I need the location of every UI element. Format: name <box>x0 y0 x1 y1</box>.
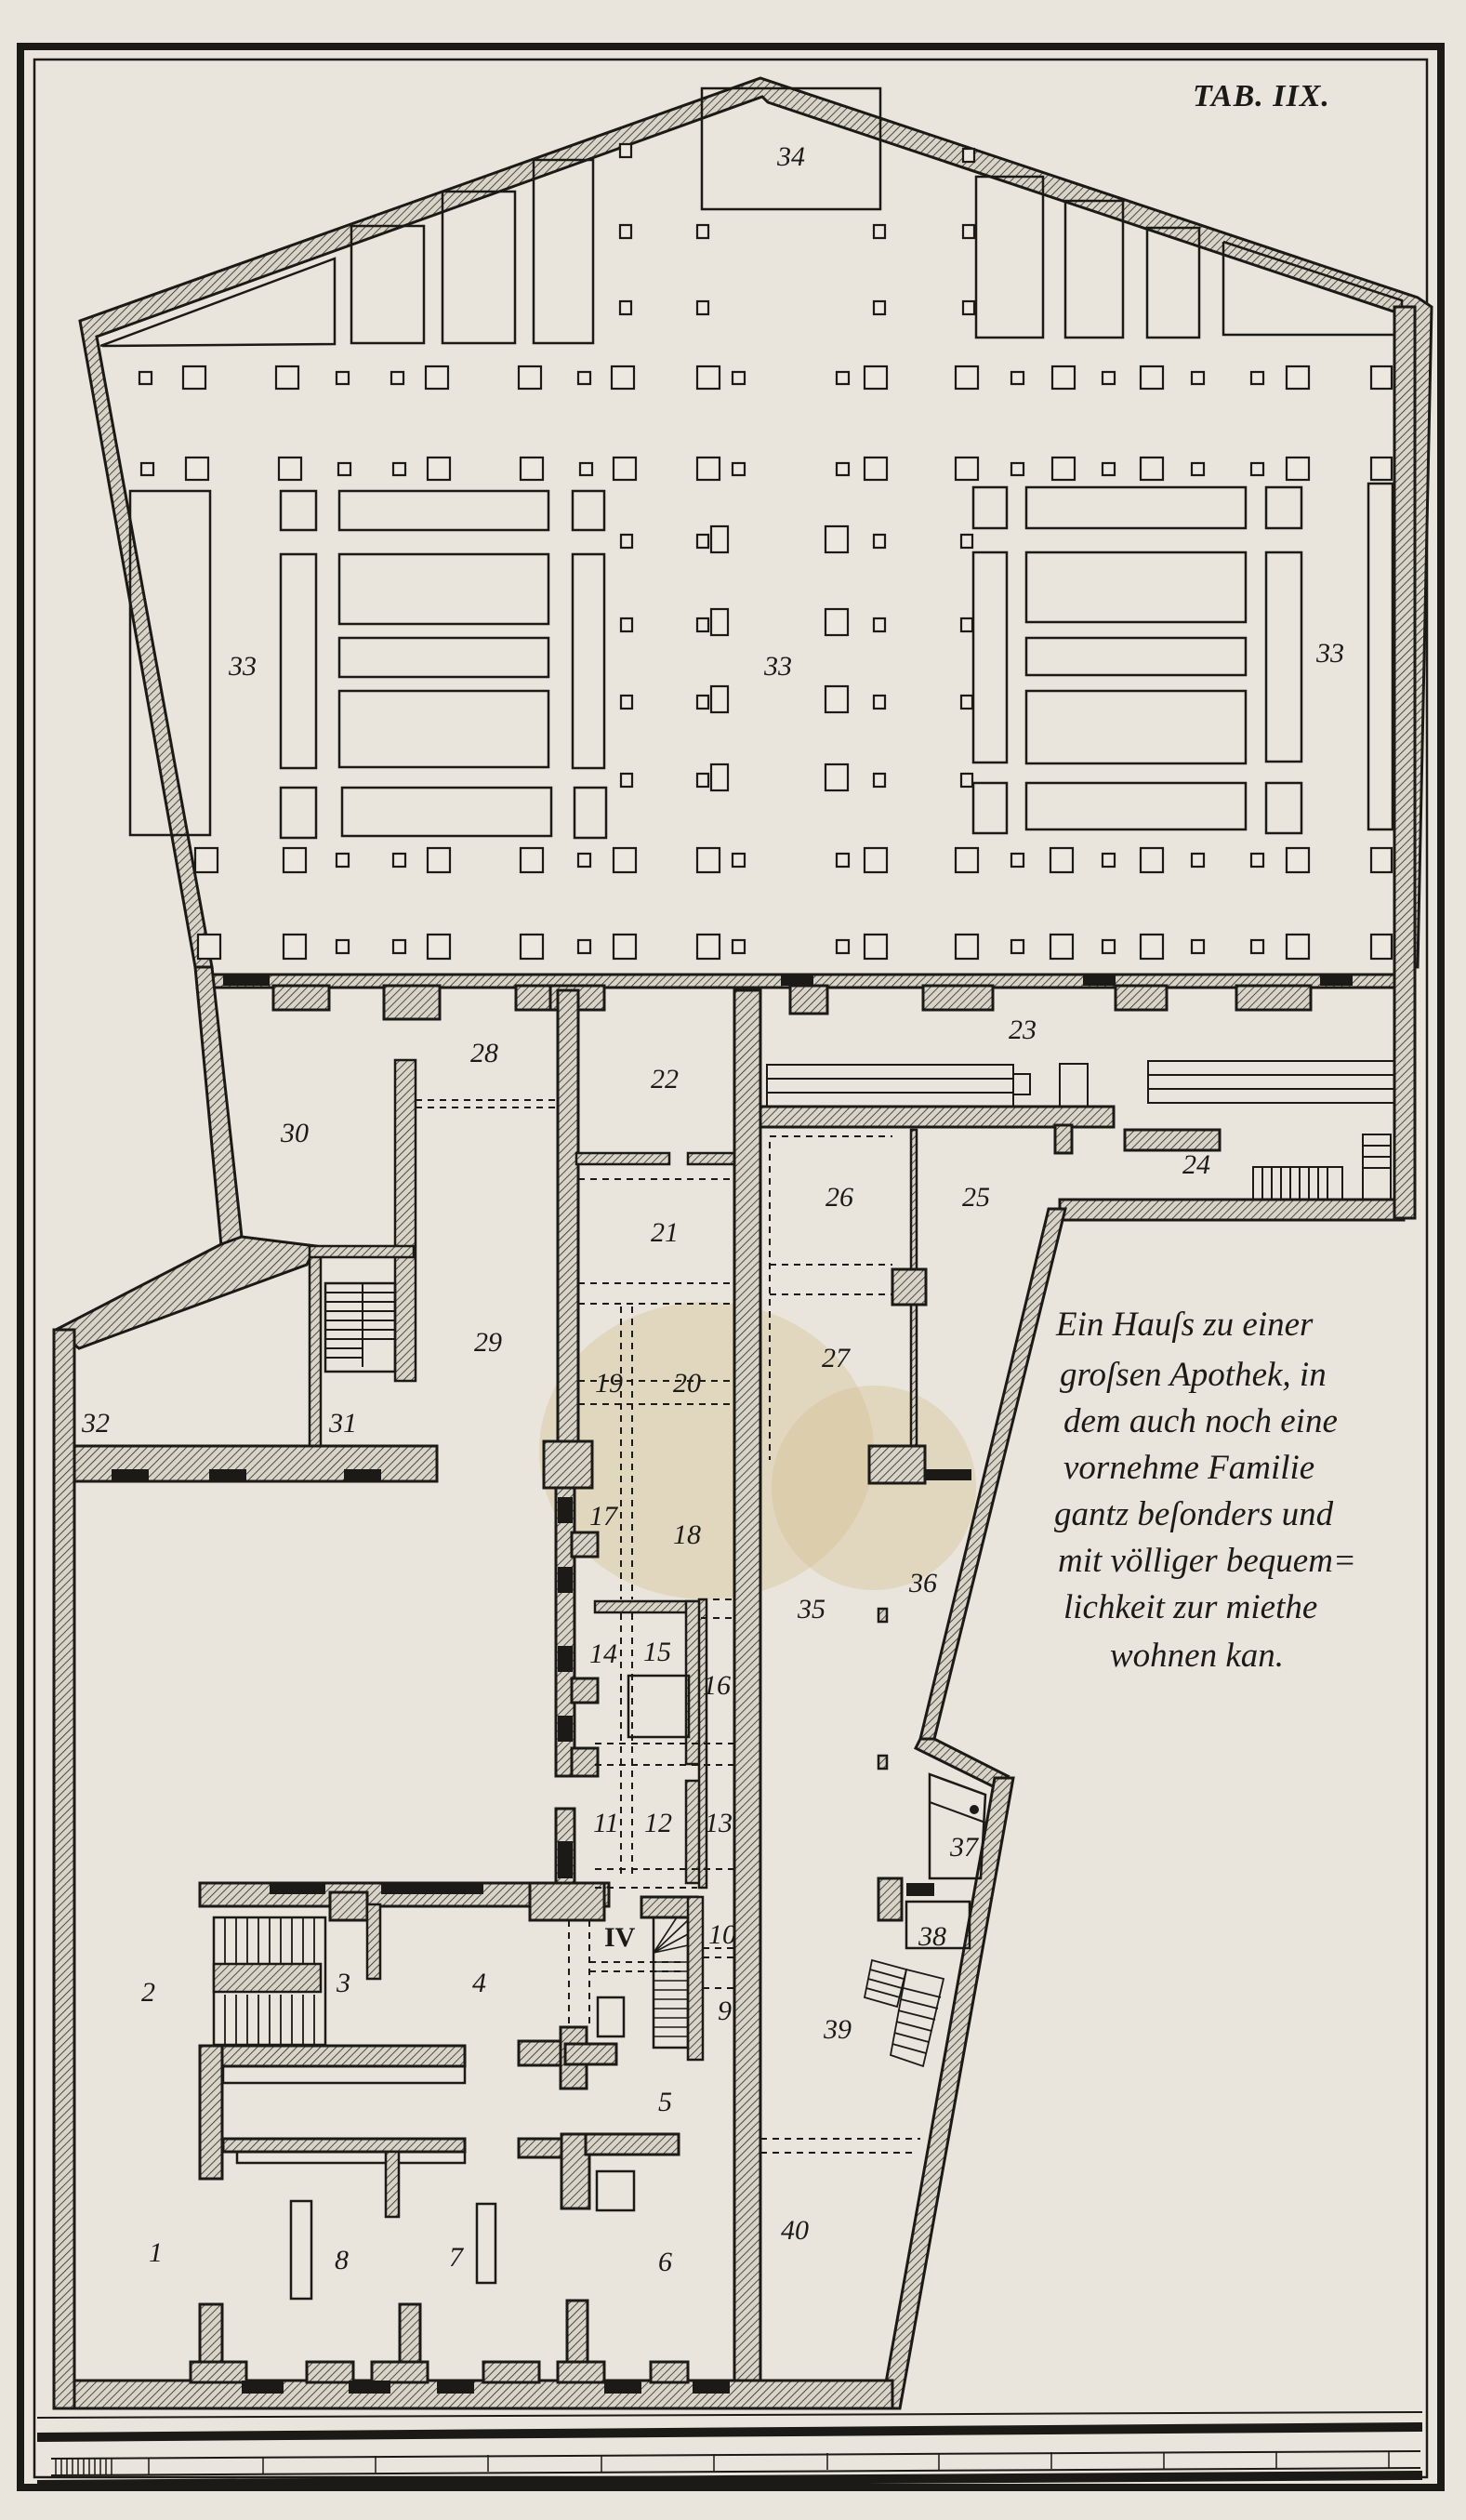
room-label-40: 40 <box>781 2215 809 2246</box>
room-label-29: 29 <box>474 1327 502 1358</box>
room-label-23: 23 <box>1009 1015 1037 1045</box>
room-label-14: 14 <box>589 1638 617 1669</box>
room-label-4: 4 <box>472 1968 486 1998</box>
room-label-17: 17 <box>589 1501 619 1532</box>
room-label-36: 36 <box>908 1568 937 1598</box>
room-label-33-left: 33 <box>228 651 257 682</box>
room-label-21: 21 <box>651 1217 679 1248</box>
room-label-35: 35 <box>797 1594 825 1625</box>
room-labels: 34 33 33 33 28 30 22 23 24 26 25 21 29 1… <box>81 141 1344 2277</box>
room-34-pavilion <box>700 86 882 211</box>
room-label-32: 32 <box>81 1408 110 1439</box>
parterre-right <box>971 482 1394 835</box>
room-label-15: 15 <box>643 1637 671 1667</box>
room-label-27: 27 <box>822 1343 852 1373</box>
room-label-20: 20 <box>673 1368 701 1399</box>
dashed-openings <box>416 1099 920 2154</box>
building-walls <box>52 305 1417 2410</box>
garden-perimeter-beds <box>99 86 1404 348</box>
room-label-IV: IV <box>604 1922 636 1953</box>
room-label-3: 3 <box>336 1968 350 1998</box>
room-label-16: 16 <box>703 1670 731 1701</box>
caption-line: gantz beſonders und <box>1054 1495 1334 1533</box>
parterre-left <box>128 489 608 840</box>
caption-line: mit völliger bequem= <box>1058 1542 1356 1580</box>
room-label-1: 1 <box>149 2237 163 2268</box>
room-label-30: 30 <box>280 1118 309 1148</box>
room-label-39: 39 <box>823 2014 852 2045</box>
caption-line: wohnen kan. <box>1110 1637 1284 1675</box>
room-label-10: 10 <box>708 1919 736 1950</box>
room-label-25: 25 <box>962 1182 990 1213</box>
garden-pillars <box>138 142 1393 961</box>
caption-line: vornehme Familie <box>1063 1449 1314 1487</box>
room-label-33-right: 33 <box>1315 638 1344 669</box>
scale-bar <box>36 2411 1423 2489</box>
water-stain <box>772 1386 976 1590</box>
room-label-2: 2 <box>141 1977 155 2008</box>
room-label-18: 18 <box>673 1519 701 1550</box>
caption-line: lichkeit zur miethe <box>1063 1588 1317 1626</box>
room-label-31: 31 <box>328 1408 357 1439</box>
room-label-9: 9 <box>718 1996 732 2026</box>
room-label-7: 7 <box>449 2242 465 2273</box>
room-label-8: 8 <box>335 2245 349 2275</box>
room-label-6: 6 <box>658 2247 672 2277</box>
room-label-11: 11 <box>593 1808 619 1838</box>
room-label-5: 5 <box>658 2087 672 2117</box>
room-label-12: 12 <box>644 1808 672 1838</box>
room-label-26: 26 <box>825 1182 853 1213</box>
plate-title: TAB. IIX. <box>1193 79 1330 113</box>
room-label-28: 28 <box>470 1038 498 1068</box>
caption-block: Ein Hauſs zu einer groſsen Apothek, in d… <box>1054 1306 1356 1675</box>
water-stain <box>539 1302 874 1599</box>
room-label-34: 34 <box>776 141 805 172</box>
caption-line: Ein Hauſs zu einer <box>1055 1306 1314 1344</box>
room-label-13: 13 <box>705 1808 733 1838</box>
room-label-37: 37 <box>949 1832 980 1863</box>
room-label-22: 22 <box>651 1064 679 1094</box>
staircases <box>212 1060 1395 2068</box>
room-label-38: 38 <box>918 1921 946 1952</box>
caption-line: dem auch noch eine <box>1063 1402 1338 1440</box>
room-label-19: 19 <box>595 1368 623 1399</box>
room-label-33-center: 33 <box>763 651 792 682</box>
caption-line: groſsen Apothek, in <box>1060 1356 1327 1394</box>
room-label-24: 24 <box>1182 1149 1210 1180</box>
